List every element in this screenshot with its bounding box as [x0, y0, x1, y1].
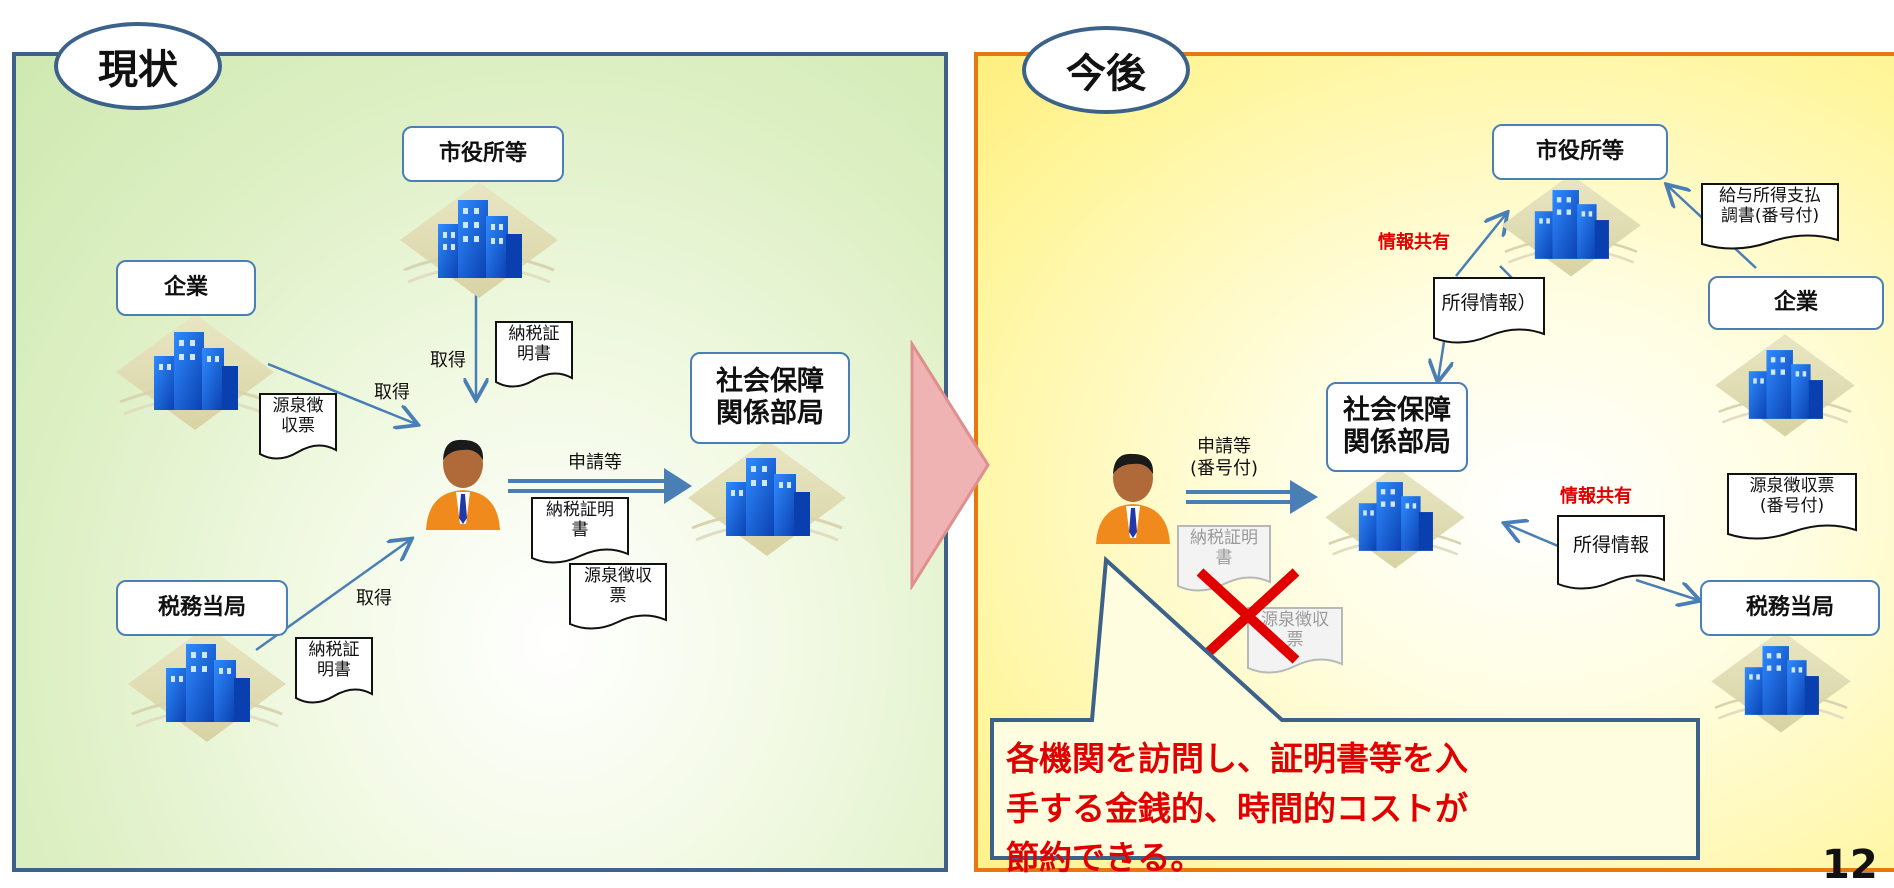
application-double-arrow-right: [1186, 480, 1318, 514]
left-doc-tax-cert-submitted: 納税証明 書: [530, 496, 630, 566]
left-doc-tax-cert-city-text: 納税証 明書: [508, 324, 560, 365]
right-social-security-building-icon: [1320, 460, 1470, 584]
left-doc-tax-cert-tax-text: 納税証 明書: [308, 640, 360, 681]
left-social-security-label: 社会保障 関係部局: [690, 352, 850, 444]
right-doc-income-info-top-text: 所得情報）: [1441, 292, 1537, 314]
application-double-arrow: [508, 468, 692, 504]
right-doc-withholding-faded: 源泉徴収 票: [1246, 606, 1344, 676]
right-doc-salary-statement: 給与所得支払 調書(番号付): [1700, 182, 1840, 252]
left-caption-application: 申請等: [568, 452, 622, 473]
arrow-info-to-social-bottom: [1506, 524, 1559, 548]
right-city-office-building-icon: [1496, 168, 1646, 292]
right-doc-tax-cert-faded-text: 納税証明 書: [1190, 528, 1258, 569]
page-number: 12: [1822, 842, 1878, 888]
transition-arrow-icon: [910, 340, 990, 590]
arrow-info-to-social: [1438, 341, 1444, 380]
right-tax-authority-label: 税務当局: [1700, 580, 1880, 636]
right-company-label: 企業: [1708, 276, 1884, 330]
left-tax-authority-label: 税務当局: [116, 580, 288, 636]
left-doc-withholding-submitted: 源泉徴収 票: [568, 562, 668, 632]
right-caption-info-share-bottom: 情報共有: [1560, 486, 1632, 507]
future-state-connectors: [1186, 0, 1757, 863]
left-city-office-label: 市役所等: [402, 126, 564, 182]
arrow-top-segment: [1499, 265, 1513, 279]
right-doc-withholding-numbered: 源泉徴収票 (番号付): [1726, 472, 1858, 542]
tax-authority-building-icon: [122, 622, 292, 756]
left-company-label: 企業: [116, 260, 256, 316]
arrow-company-to-person: [267, 362, 416, 424]
company-building-icon: [110, 310, 280, 444]
right-tax-authority-building-icon: [1706, 624, 1856, 748]
right-doc-withholding-faded-text: 源泉徴収 票: [1261, 610, 1329, 651]
right-citizen-person-icon: [1090, 448, 1176, 552]
right-doc-income-info-top: 所得情報）: [1432, 276, 1546, 346]
cross-mark-icon: [1196, 568, 1300, 664]
right-caption-application: 申請等 (番号付): [1190, 436, 1259, 479]
right-doc-income-info-bottom-text: 所得情報: [1572, 534, 1649, 556]
left-doc-tax-cert-tax: 納税証 明書: [294, 636, 374, 706]
callout-text: 各機関を訪問し、証明書等を入手する金銭的、時間的コストが節約できる。: [1006, 739, 1468, 877]
left-caption-obtain-city: 取得: [430, 350, 466, 371]
left-caption-obtain-company: 取得: [374, 382, 410, 403]
future-state-title: 今後: [1022, 26, 1190, 114]
left-doc-withholding-company-text: 源泉徴 収票: [272, 396, 324, 437]
left-caption-obtain-tax: 取得: [356, 588, 392, 609]
left-doc-tax-cert-submitted-text: 納税証明 書: [546, 500, 614, 541]
right-social-security-label: 社会保障 関係部局: [1326, 382, 1468, 472]
arrow-info-to-city: [1455, 214, 1506, 277]
right-doc-withholding-numbered-text: 源泉徴収票 (番号付): [1749, 476, 1835, 517]
right-doc-income-info-bottom: 所得情報: [1556, 514, 1666, 590]
right-caption-info-share-top: 情報共有: [1378, 232, 1450, 253]
callout-box: [990, 555, 1700, 860]
slide: 現状 今後 市役所等 企業 税務当局 社会保障 関係部局: [12, 0, 1894, 888]
right-doc-salary-statement-text: 給与所得支払 調書(番号付): [1719, 186, 1821, 227]
right-city-office-label: 市役所等: [1492, 124, 1668, 180]
left-doc-withholding-company: 源泉徴 収票: [258, 392, 338, 462]
social-security-building-icon: [682, 436, 852, 570]
current-state-title: 現状: [54, 22, 222, 110]
city-office-building-icon: [394, 178, 564, 312]
citizen-person-icon: [420, 434, 506, 538]
left-doc-tax-cert-city: 納税証 明書: [494, 320, 574, 390]
left-doc-withholding-submitted-text: 源泉徴収 票: [584, 566, 652, 607]
arrow-info-to-tax: [1635, 578, 1698, 600]
right-company-building-icon: [1710, 328, 1860, 452]
